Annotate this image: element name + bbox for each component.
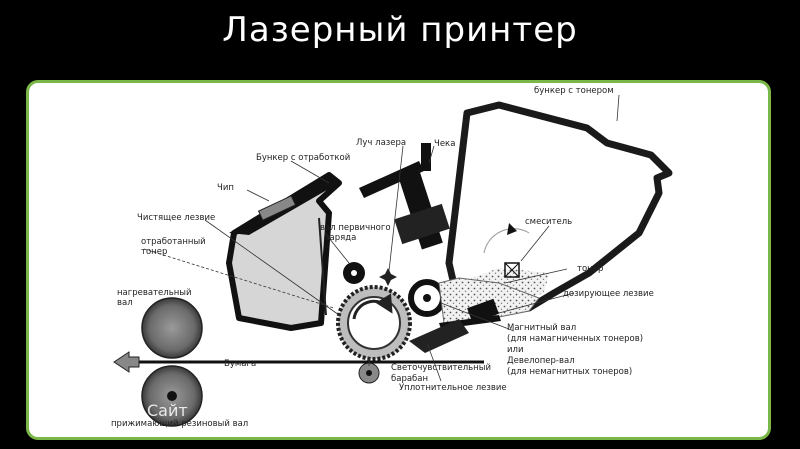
label-waste-toner-2: тонер [141, 247, 167, 257]
label-magnetic-roller-1: Магнитный вал [507, 323, 576, 333]
chip-icon [257, 195, 297, 221]
label-waste-hopper: Бункер с отработкой [256, 153, 350, 163]
heating-roller [141, 297, 203, 359]
label-magnetic-roller-2: (для намагниченных тонеров) [507, 334, 643, 344]
label-heating-roller-2: вал [117, 298, 133, 308]
label-drum-1: Светочувствительный [391, 363, 491, 373]
label-chip: Чип [217, 183, 234, 193]
label-toner-hopper: бункер с тонером [534, 86, 614, 96]
label-waste-toner-1: отработанный [141, 237, 206, 247]
laser-spark-icon [379, 268, 397, 286]
slide-title: Лазерный принтер [222, 10, 578, 50]
seal-blade [409, 319, 469, 353]
label-heating-roller-1: нагревательный [117, 288, 192, 298]
label-mixer: смеситель [525, 217, 572, 227]
watermark-text: Сайт [147, 401, 188, 420]
label-check: Чека [434, 139, 455, 149]
waste-hopper [226, 172, 342, 331]
label-magnetic-roller-3: или [507, 345, 523, 355]
label-dosing-blade: дозирующее лезвие [563, 289, 654, 299]
label-cleaning-blade: Чистящее лезвие [137, 213, 215, 223]
mixer-icon [504, 262, 520, 278]
label-paper: Бумага [224, 359, 256, 369]
label-developer-roller-1: Девелопер-вал [507, 356, 575, 366]
cleaning-blade [318, 217, 327, 316]
label-primary-roller-1: вал первичного [320, 223, 391, 233]
label-seal-blade: Уплотнительное лезвие [399, 383, 507, 393]
label-primary-roller-2: заряда [325, 233, 356, 243]
label-toner: тонер [577, 264, 603, 274]
label-laser-beam: Луч лазера [356, 138, 406, 148]
label-developer-roller-2: (для немагнитных тонеров) [507, 367, 632, 377]
printer-diagram: бункер с тонером Луч лазера Бункер с отр… [111, 86, 673, 429]
paper-exit-arrow-icon [113, 351, 140, 373]
label-drum-2: барабан [391, 374, 428, 384]
diagram-panel: бункер с тонером Луч лазера Бункер с отр… [26, 80, 771, 440]
label-pressure-roller: прижимающий резиновый вал [111, 419, 248, 429]
leader-lines [143, 94, 620, 382]
